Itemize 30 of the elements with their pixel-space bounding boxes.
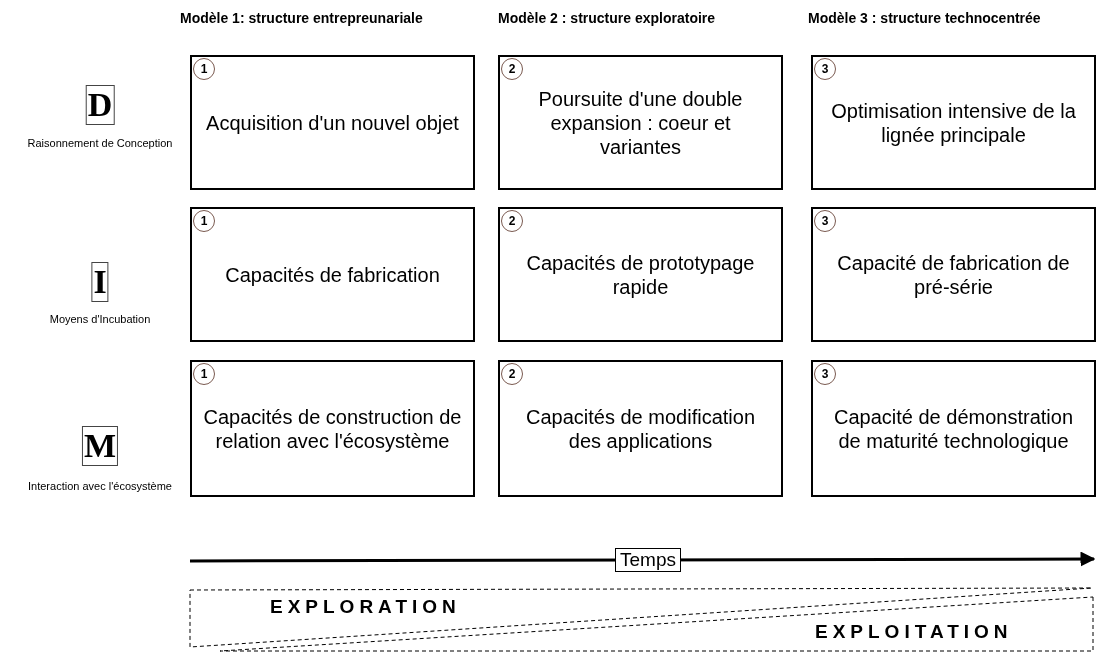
content-box [190,360,475,497]
row-caption: Raisonnement de Conception [26,137,174,149]
phase-label: EXPLORATION [270,596,461,618]
box-text: Capacités de prototypage rapide [525,250,756,299]
content-box [811,55,1096,190]
box-text: Capacité de fabrication de pré-série [836,250,1071,299]
letter-box: M [81,426,119,466]
row-caption: Interaction avec l'écosystème [27,480,173,492]
content-box [498,55,783,190]
phase-label: EXPLOITATION [815,621,1013,643]
column-heading: Modèle 1: structure entrepreunariale [180,10,423,26]
content-box [811,360,1096,497]
content-box [811,207,1096,342]
box-text: Capacités de fabrication [224,262,441,287]
content-box [498,360,783,497]
box-text: Optimisation intensive de la lignée principale [830,98,1077,147]
box-text: Capacités de modification des applications [525,404,756,453]
column-heading: Modèle 2 : structure exploratoire [498,10,716,26]
box-text: Capacité de démonstration de maturité technologique [832,404,1074,453]
content-box [190,207,475,342]
box-text: Capacités de construction de relation avec l'écosystème [202,404,463,453]
box-text: Poursuite d'une double expansion : coeur et variantes [537,86,744,159]
column-heading: Modèle 3 : structure technocentrée [808,10,1041,26]
content-box [190,55,475,190]
letter-box: I [91,262,109,302]
letter-box: D [85,85,115,125]
axis-label: Temps [615,548,681,572]
content-box [498,207,783,342]
box-text: Acquisition d'un nouvel objet [205,110,460,135]
row-caption: Moyens d'Incubation [48,313,152,325]
